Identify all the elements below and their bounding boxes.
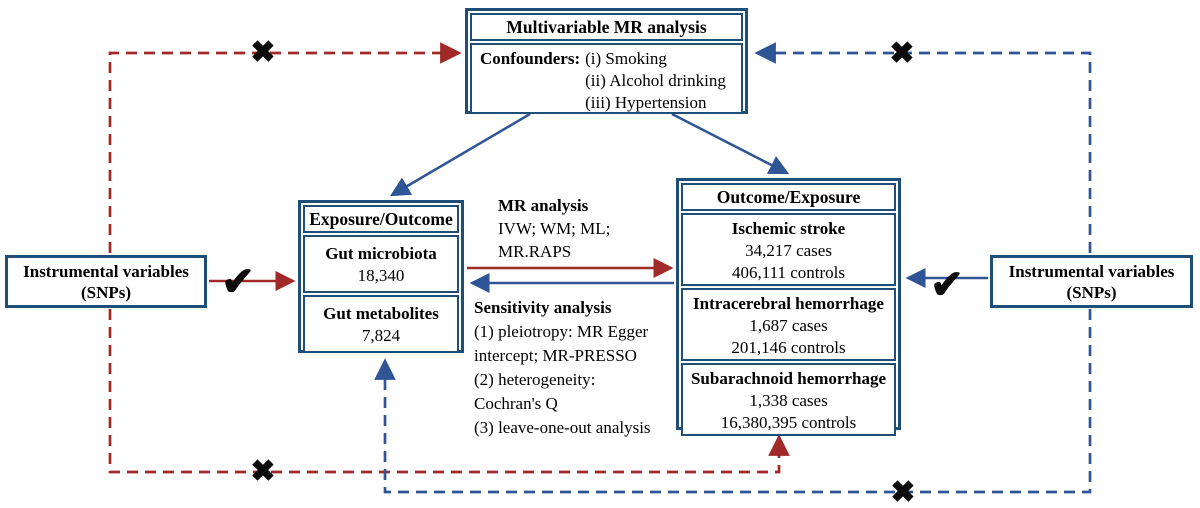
sensitivity-analysis-text-block: Sensitivity analysis (1) pleiotropy: MR … — [474, 296, 651, 440]
mr-analysis-text-block: MR analysis IVW; WM; ML; MR.RAPS — [498, 194, 610, 263]
intracerebral-hemorrhage-label: Intracerebral hemorrhage — [693, 294, 884, 313]
cross-icon: ✖ — [250, 455, 276, 488]
section-intracerebral-hemorrhage: Intracerebral hemorrhage 1,687 cases 201… — [681, 288, 896, 361]
left-instrumental-variables-box: Instrumental variables (SNPs) — [5, 255, 207, 308]
intracerebral-hemorrhage-cases: 1,687 cases — [749, 316, 828, 335]
sensitivity-line-5: (3) leave-one-out analysis — [474, 418, 651, 437]
confounders-label: Confounders: — [480, 49, 581, 68]
ischemic-stroke-cases: 34,217 cases — [745, 241, 832, 260]
dashed-red-left-iv-to-outcome — [108, 309, 790, 474]
confounder-item-alcohol: (ii) Alcohol drinking — [585, 71, 726, 90]
section-ischemic-stroke: Ischemic stroke 34,217 cases 406,111 con… — [681, 213, 896, 286]
check-icon: ✔ — [930, 262, 964, 307]
subarachnoid-hemorrhage-cases: 1,338 cases — [749, 391, 828, 410]
right-iv-line1: Instrumental variables — [1008, 262, 1175, 281]
left-iv-line2: (SNPs) — [80, 283, 132, 302]
confounder-item-hypertension: (iii) Hypertension — [585, 93, 707, 112]
gut-microbiota-count: 18,340 — [357, 266, 405, 285]
section-gut-metabolites: Gut metabolites 7,824 — [303, 295, 459, 353]
confounder-item-smoking: (i) Smoking — [585, 49, 667, 68]
check-icon: ✔ — [221, 259, 255, 304]
sensitivity-analysis-title: Sensitivity analysis — [474, 298, 612, 317]
mr-analysis-methods-line2: MR.RAPS — [498, 242, 572, 261]
mr-analysis-methods-line1: IVW; WM; ML; — [498, 219, 611, 238]
section-gut-microbiota: Gut microbiota 18,340 — [303, 235, 459, 293]
intracerebral-hemorrhage-controls: 201,146 controls — [731, 338, 846, 357]
subarachnoid-hemorrhage-label: Subarachnoid hemorrhage — [690, 369, 887, 388]
arrow-mvmr-to-outcome — [671, 112, 790, 175]
gut-metabolites-count: 7,824 — [361, 326, 401, 345]
multivariable-mr-title: Multivariable MR analysis — [470, 13, 743, 41]
confounders-list: (i) Smoking (ii) Alcohol drinking (iii) … — [580, 48, 726, 112]
ischemic-stroke-controls: 406,111 controls — [731, 263, 845, 282]
dashed-blue-right-iv-to-mvmr — [754, 42, 1092, 253]
sensitivity-line-1: (1) pleiotropy: MR Egger — [474, 322, 649, 341]
sensitivity-line-2: intercept; MR-PRESSO — [474, 346, 637, 365]
confounders-section: Confounders: (i) Smoking (ii) Alcohol dr… — [470, 43, 743, 114]
left-iv-line1: Instrumental variables — [23, 262, 189, 281]
section-subarachnoid-hemorrhage: Subarachnoid hemorrhage 1,338 cases 16,3… — [681, 363, 896, 436]
right-instrumental-variables-box: Instrumental variables (SNPs) — [990, 255, 1193, 308]
gut-metabolites-label: Gut metabolites — [323, 304, 439, 323]
sensitivity-line-4: Cochran's Q — [474, 394, 558, 413]
dashed-red-left-iv-to-mvmr — [108, 42, 462, 253]
right-iv-line2: (SNPs) — [1066, 283, 1117, 302]
mr-analysis-title: MR analysis — [498, 196, 589, 215]
ischemic-stroke-label: Ischemic stroke — [731, 219, 846, 238]
sensitivity-line-3: (2) heterogeneity: — [474, 370, 596, 389]
dashed-blue-right-iv-to-exposure — [374, 309, 1092, 494]
outcome-exposure-box: Outcome/Exposure Ischemic stroke 34,217 … — [676, 178, 901, 436]
multivariable-mr-box: Multivariable MR analysis Confounders: (… — [465, 8, 748, 114]
subarachnoid-hemorrhage-controls: 16,380,395 controls — [720, 413, 857, 432]
exposure-outcome-box: Exposure/Outcome Gut microbiota 18,340 G… — [298, 200, 464, 353]
exposure-box-title: Exposure/Outcome — [303, 205, 459, 233]
arrow-mvmr-to-exposure — [389, 112, 531, 197]
outcome-box-title: Outcome/Exposure — [681, 183, 896, 211]
cross-icon: ✖ — [889, 37, 915, 70]
cross-icon: ✖ — [890, 476, 916, 508]
cross-icon: ✖ — [250, 36, 276, 69]
gut-microbiota-label: Gut microbiota — [325, 244, 437, 263]
